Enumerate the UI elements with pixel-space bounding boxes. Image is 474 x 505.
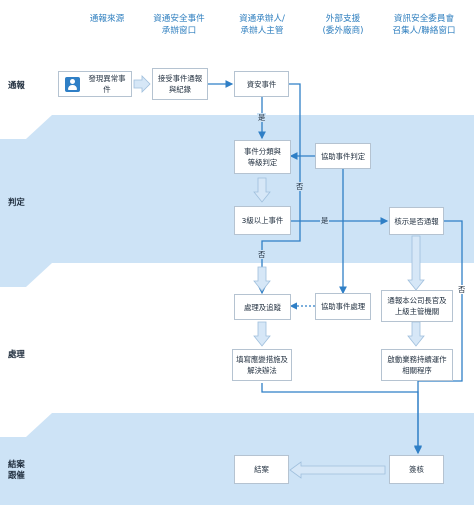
node-level3: 3級以上事件 <box>234 206 291 235</box>
node-verify: 核示是否通報 <box>389 207 444 235</box>
block-arrow-discover-receive <box>133 75 151 93</box>
section-label-judge: 判定 <box>8 197 25 207</box>
node-receive: 接受事件通報 與紀錄 <box>152 68 208 100</box>
node-assist-judge: 協助事件判定 <box>315 143 371 169</box>
column-header-handler: 資通承辦人/ 承辦人主管 <box>239 14 285 36</box>
node-handle: 處理及追蹤 <box>234 294 291 320</box>
column-header-committee: 資訊安全委員會 召集人/聯絡窗口 <box>392 14 456 36</box>
section-label-close: 結案 跟催 <box>8 459 25 480</box>
block-arrow-signoff-closed <box>289 461 386 479</box>
edge-label-no-verify: 否 <box>457 285 467 294</box>
node-assist-handle: 協助事件處理 <box>315 293 371 320</box>
band-judge <box>0 115 474 263</box>
edge-verify-signoff <box>414 220 463 455</box>
block-arrow-level3-handle <box>253 266 271 292</box>
edge-label-yes-level3: 是 <box>320 216 330 225</box>
column-header-source: 通報來源 <box>89 14 125 24</box>
node-security: 資安事件 <box>234 71 289 97</box>
node-measures: 填寫應變措施及 解決辦法 <box>232 349 292 381</box>
edge-label-no-level3: 否 <box>257 250 267 259</box>
node-discover: 發現異常事件 <box>58 71 132 97</box>
edge-measures-signoff <box>261 383 422 454</box>
block-arrow-notify-continuity <box>407 321 425 347</box>
band-handle <box>0 263 474 413</box>
chevron-report <box>0 115 52 139</box>
node-discover-label: 發現異常事件 <box>88 74 126 94</box>
section-label-handle: 處理 <box>8 349 25 359</box>
chevron-handle <box>0 413 52 437</box>
node-continuity: 啟動業務持續運作 相關程序 <box>381 349 453 381</box>
node-classify: 事件分類與 等級判定 <box>234 140 291 174</box>
block-arrow-verify-notify <box>407 235 425 291</box>
column-header-external: 外部支援 (委外廠商) <box>322 14 364 36</box>
block-arrow-handle-measures <box>253 321 271 347</box>
section-label-report: 通報 <box>8 80 25 90</box>
column-header-window: 資通安全事件 承辦窗口 <box>153 14 205 36</box>
chevron-judge <box>0 263 52 287</box>
node-closed: 結案 <box>234 455 289 484</box>
node-notify: 通報本公司長官及 上級主管機關 <box>381 290 453 322</box>
node-signoff: 簽核 <box>389 455 444 484</box>
person-icon <box>65 76 80 92</box>
block-arrow-classify-level3 <box>253 177 271 203</box>
edge-label-no-security: 否 <box>295 182 305 191</box>
edge-label-yes-security: 是 <box>257 113 267 122</box>
